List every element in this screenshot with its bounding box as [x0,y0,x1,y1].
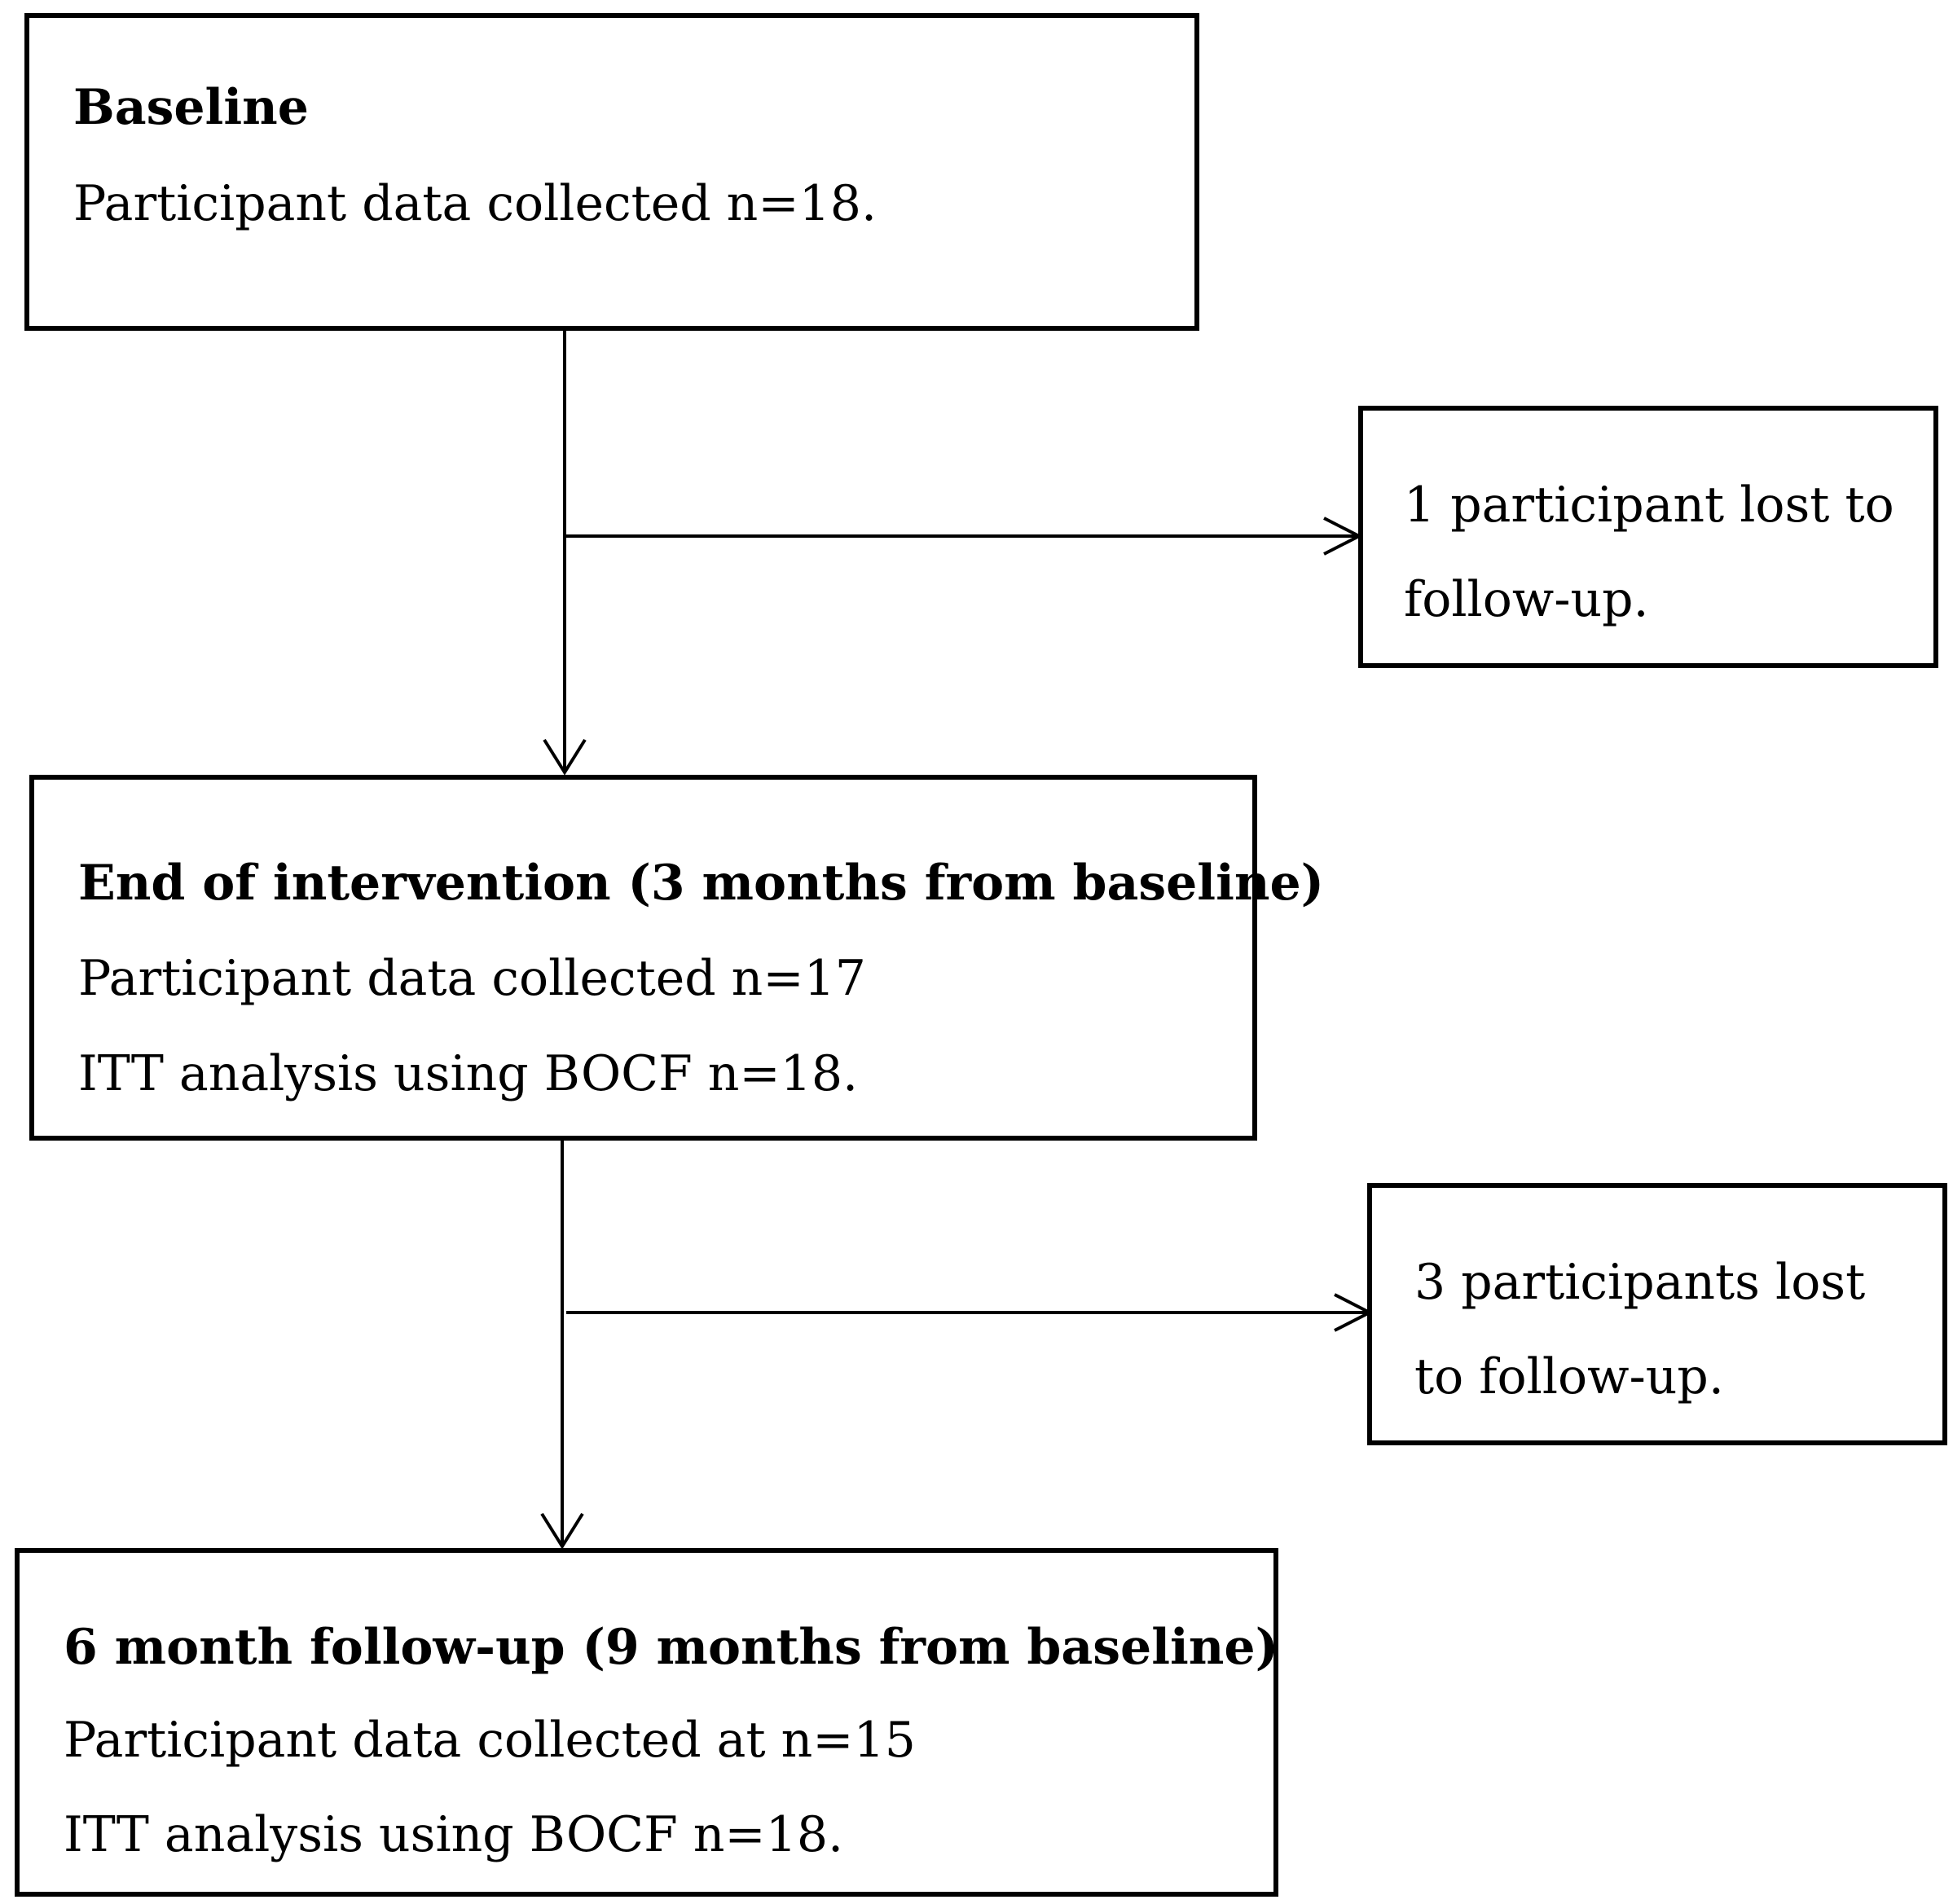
first-loss-line-1: 1 participant lost to [1404,477,1894,534]
second-loss-line-2: to follow-up. [1414,1348,1724,1405]
follow-up-box: 6 month follow-up (9 months from baselin… [15,1548,1278,1897]
follow-up-itt-analysis: ITT analysis using BOCF n=18. [64,1806,844,1863]
first-loss-line-2: follow-up. [1404,571,1649,628]
follow-up-title: 6 month follow-up (9 months from baselin… [64,1619,1278,1676]
first-loss-box: 1 participant lost to follow-up. [1358,406,1938,668]
end-of-intervention-itt-analysis: ITT analysis using BOCF n=18. [78,1045,859,1102]
arrowhead-follow-up [540,1512,584,1550]
baseline-participants-collected: Participant data collected n=18. [73,175,878,232]
second-loss-line-1: 3 participants lost [1414,1254,1866,1311]
arrowhead-end-of-intervention [543,738,587,776]
baseline-title: Baseline [73,79,309,136]
end-of-intervention-title: End of intervention (3 months from basel… [78,855,1325,912]
follow-up-participants-collected: Participant data collected at n=15 [64,1712,916,1769]
second-loss-box: 3 participants lost to follow-up. [1367,1183,1947,1445]
end-of-intervention-participants-collected: Participant data collected n=17 [78,950,866,1007]
end-of-intervention-box: End of intervention (3 months from basel… [29,775,1324,1141]
baseline-box: Baseline Participant data collected n=18… [24,13,1199,331]
